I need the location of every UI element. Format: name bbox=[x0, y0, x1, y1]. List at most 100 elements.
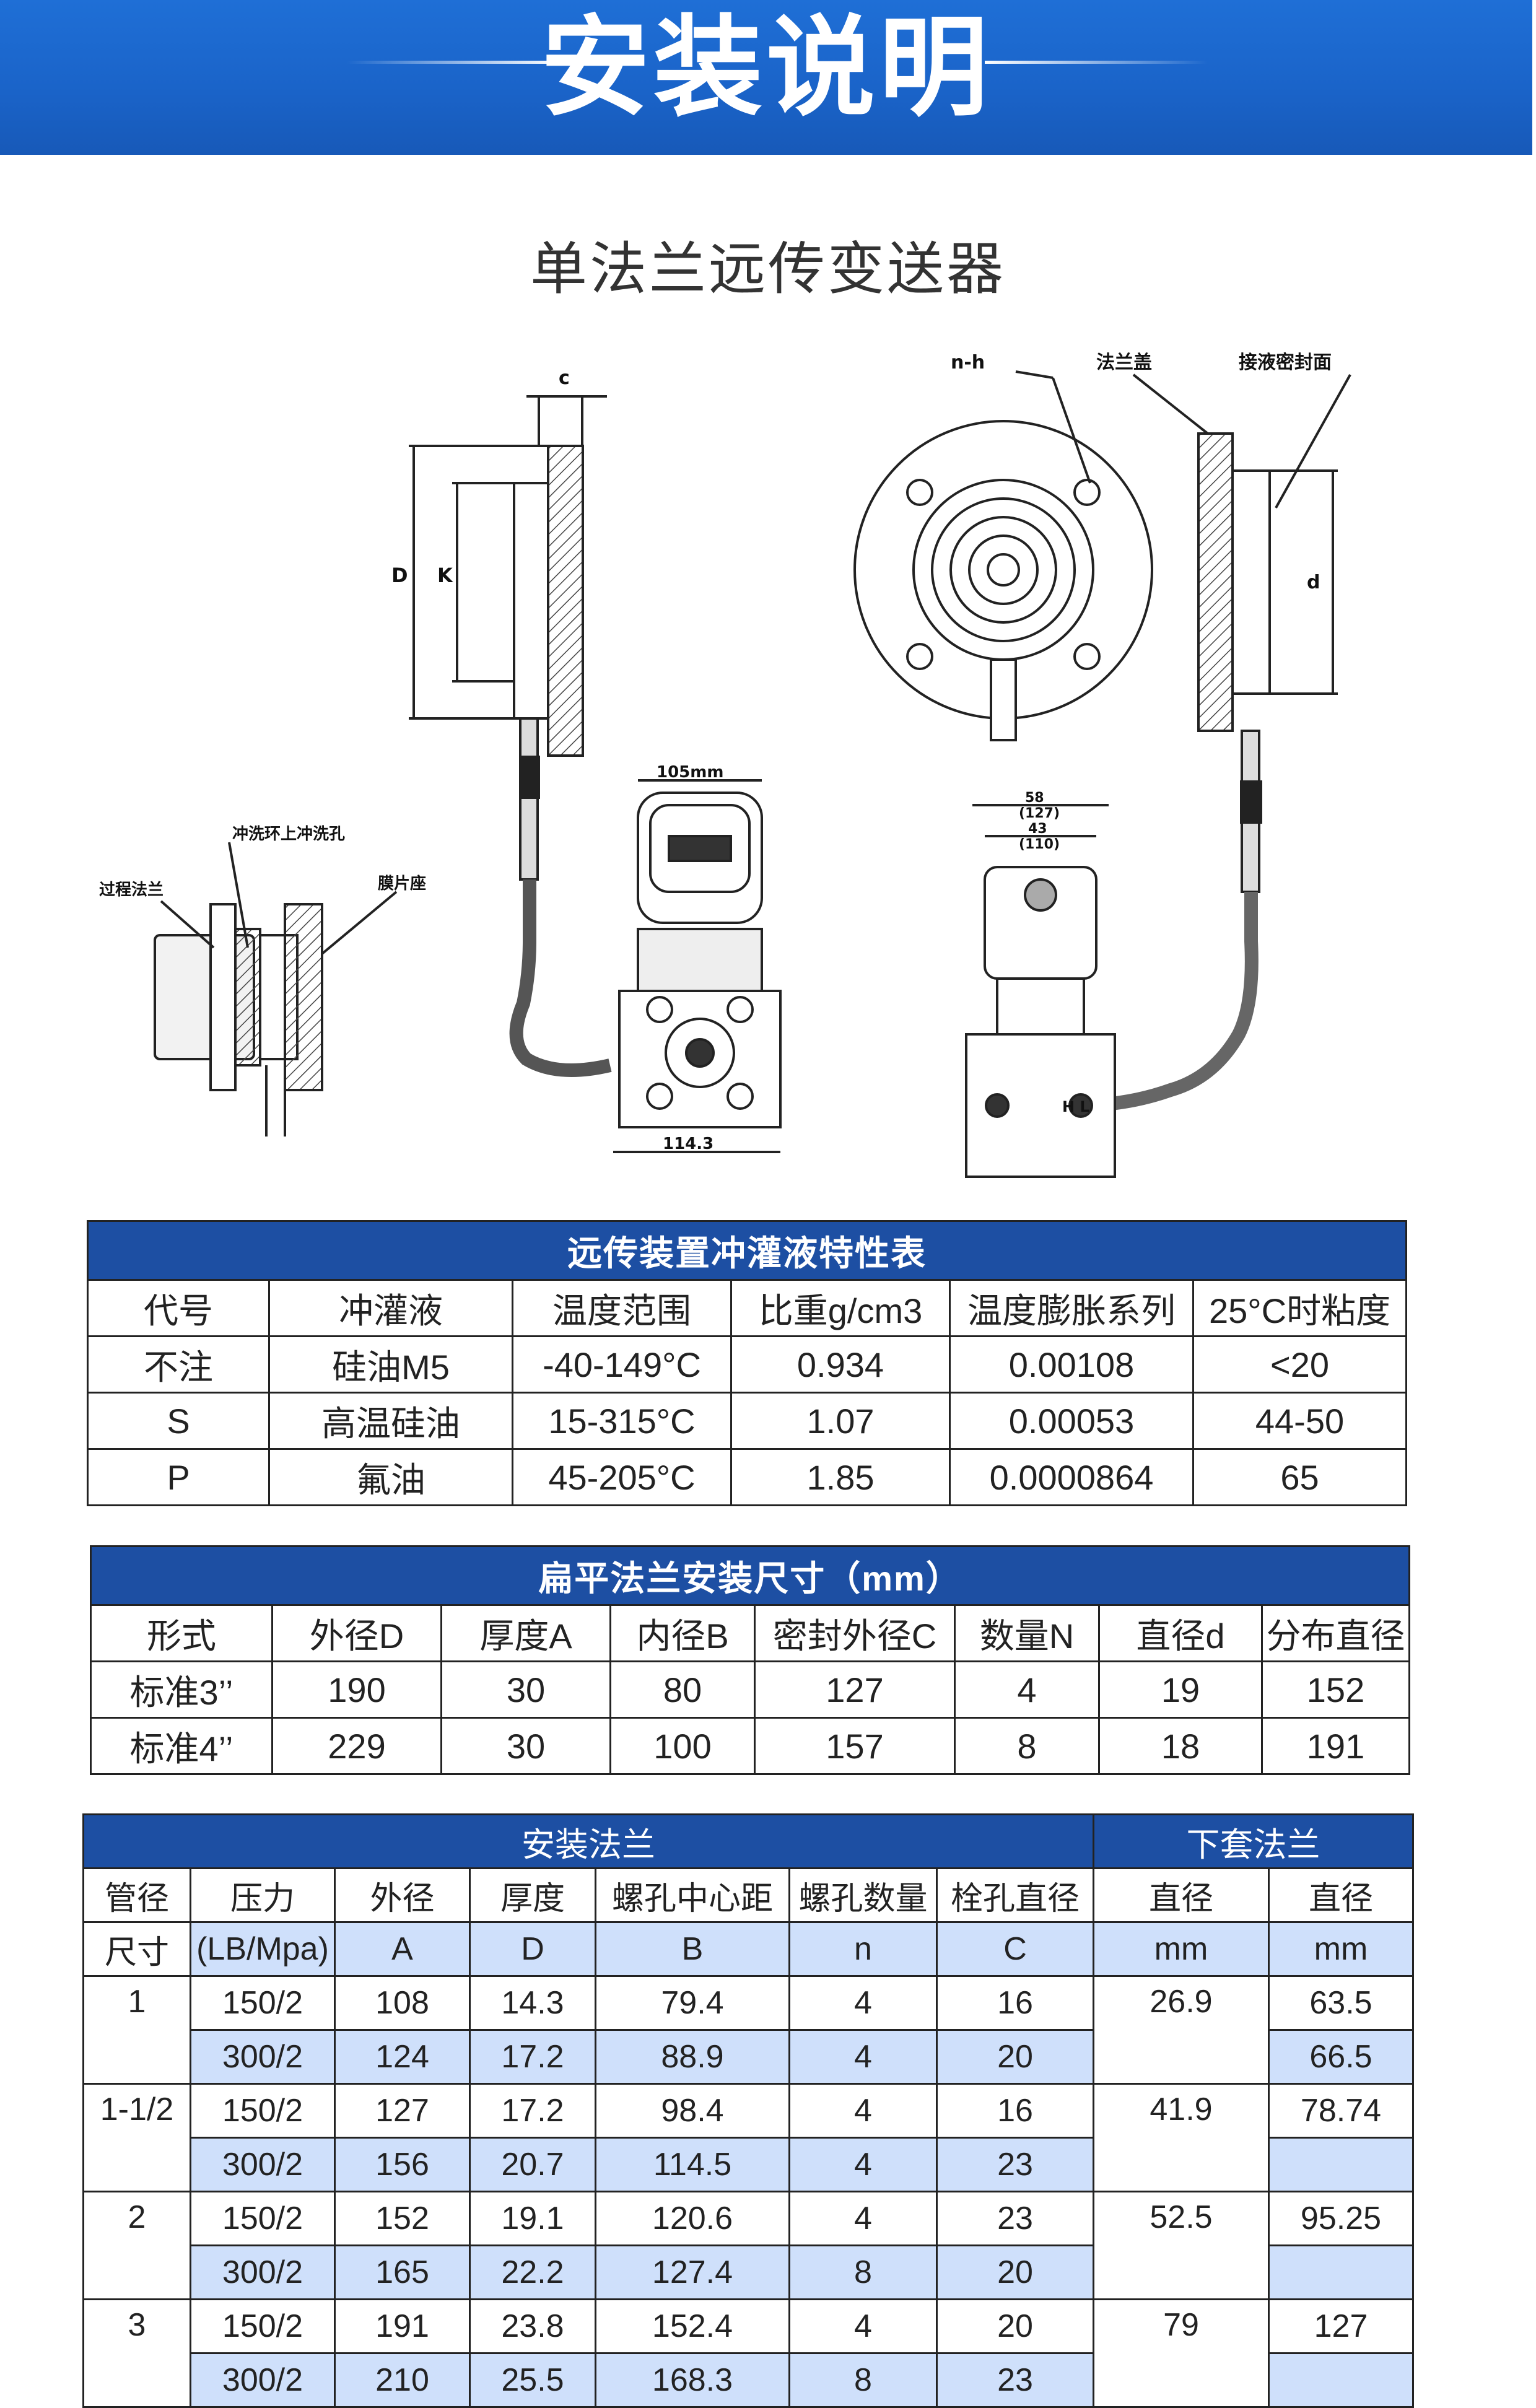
table-cell: 不注 bbox=[87, 1335, 270, 1394]
table-cell: 4 bbox=[954, 1660, 1100, 1719]
left-flange-side-view bbox=[409, 395, 607, 881]
header-cell: 螺孔中心距 bbox=[595, 1867, 790, 1923]
header-cell: 直径 bbox=[1268, 1867, 1414, 1923]
table-cell: -40-149°C bbox=[512, 1335, 732, 1394]
table-cell: <20 bbox=[1192, 1335, 1407, 1394]
table-cell: 19 bbox=[1098, 1660, 1263, 1719]
table-header-row: 形式 外径D 厚度A 内径B 密封外径C 数量N 直径d 分布直径 bbox=[90, 1604, 1410, 1662]
table-cell: 23.8 bbox=[469, 2298, 596, 2354]
table-header-row: 管径 压力 外径 厚度 螺孔中心距 螺孔数量 栓孔直径 直径 直径 bbox=[82, 1867, 1414, 1923]
table-row: 1 150/2 108 14.3 79.4 4 16 26.9 63.5 bbox=[82, 1975, 1414, 2085]
table-cell: 0.934 bbox=[730, 1335, 951, 1394]
table-cell: 300/2 bbox=[190, 2029, 336, 2085]
table-cell: 63.5 bbox=[1268, 1975, 1414, 2031]
table-cell: 168.3 bbox=[595, 2352, 790, 2408]
table-row: 300/2 156 20.7 114.5 4 23 bbox=[84, 2137, 1414, 2192]
banner-line-left bbox=[347, 61, 557, 64]
header-cell: mm bbox=[1093, 1921, 1270, 1977]
table-row: 300/2 124 17.2 88.9 4 20 66.5 bbox=[84, 2029, 1414, 2085]
header-cell: 密封外径C bbox=[754, 1604, 956, 1662]
table-row: 1-1/2 150/2 127 17.2 98.4 4 16 41.9 78.7… bbox=[82, 2083, 1414, 2192]
header-cell: 比重g/cm3 bbox=[730, 1279, 951, 1337]
table-cell: 30 bbox=[440, 1717, 611, 1775]
fill-fluid-table: 远传装置冲灌液特性表 代号 冲灌液 温度范围 比重g/cm3 温度膨胀系列 25… bbox=[87, 1220, 1407, 1506]
table-cell: 4 bbox=[788, 2137, 938, 2192]
table-cell: 65 bbox=[1192, 1448, 1407, 1506]
table-cell: 17.2 bbox=[469, 2083, 596, 2139]
table-title: 扁平法兰安装尺寸（mm） bbox=[90, 1545, 1410, 1606]
table-cell: 8 bbox=[788, 2244, 938, 2300]
table-cell: 300/2 bbox=[190, 2244, 336, 2300]
dim-127-label: (127) bbox=[1019, 806, 1060, 821]
header-cell: 螺孔数量 bbox=[788, 1867, 938, 1923]
table-cell: 80 bbox=[609, 1660, 756, 1719]
header-cell: 直径 bbox=[1093, 1867, 1270, 1923]
nh-label: n-h bbox=[951, 352, 985, 373]
table-cell: 26.9 bbox=[1093, 1975, 1270, 2085]
table-cell: 98.4 bbox=[595, 2083, 790, 2139]
flange-face-view bbox=[853, 370, 1153, 741]
table-cell: 157 bbox=[754, 1717, 956, 1775]
dim-114-label: 114.3 bbox=[663, 1135, 713, 1153]
table-cell: 152 bbox=[1261, 1660, 1410, 1719]
table-cell: 156 bbox=[334, 2137, 471, 2192]
transmitter-side-view bbox=[965, 804, 1116, 1178]
table-cell: 0.00053 bbox=[949, 1392, 1194, 1450]
diaphragm-label: 膜片座 bbox=[378, 874, 426, 893]
hl-label: H L bbox=[1062, 1098, 1089, 1115]
table-cell: 20 bbox=[936, 2298, 1094, 2354]
header-cell: 代号 bbox=[87, 1279, 270, 1337]
left-capillary bbox=[509, 879, 612, 1077]
header-cell: 直径d bbox=[1098, 1604, 1263, 1662]
size-cell: 1-1/2 bbox=[82, 2083, 191, 2192]
table-cell: 100 bbox=[609, 1717, 756, 1775]
header-cell: 数量N bbox=[954, 1604, 1100, 1662]
table-cell: 1.85 bbox=[730, 1448, 951, 1506]
header-cell: 冲灌液 bbox=[268, 1279, 513, 1337]
table-cell: 78.74 bbox=[1268, 2083, 1414, 2139]
table-cell: 硅油M5 bbox=[268, 1335, 513, 1394]
table-cell: 23 bbox=[936, 2191, 1094, 2246]
table-row: 3 150/2 191 23.8 152.4 4 20 79 127 bbox=[82, 2298, 1414, 2408]
header-cell: 管径 bbox=[82, 1867, 191, 1923]
size-cell: 2 bbox=[82, 2191, 191, 2300]
group-header-lower: 下套法兰 bbox=[1093, 1813, 1414, 1869]
table-cell: 79.4 bbox=[595, 1975, 790, 2031]
table-cell: 210 bbox=[334, 2352, 471, 2408]
header-cell: 25°C时粘度 bbox=[1192, 1279, 1407, 1337]
header-cell: 栓孔直径 bbox=[936, 1867, 1094, 1923]
table-cell: 150/2 bbox=[190, 2298, 336, 2354]
header-cell: mm bbox=[1268, 1921, 1414, 1977]
table-header-row: 代号 冲灌液 温度范围 比重g/cm3 温度膨胀系列 25°C时粘度 bbox=[87, 1279, 1407, 1337]
table-cell: 190 bbox=[271, 1660, 442, 1719]
header-cell: 压力 bbox=[190, 1867, 336, 1923]
table-cell: 45-205°C bbox=[512, 1448, 732, 1506]
table-cell: 229 bbox=[271, 1717, 442, 1775]
header-cell: (LB/Mpa) bbox=[190, 1921, 336, 1977]
table-cell: 114.5 bbox=[595, 2137, 790, 2192]
table-cell: 19.1 bbox=[469, 2191, 596, 2246]
header-cell: 外径 bbox=[334, 1867, 471, 1923]
header-cell: n bbox=[788, 1921, 938, 1977]
table-cell: 127.4 bbox=[595, 2244, 790, 2300]
table-cell: 标准4’’ bbox=[90, 1717, 273, 1775]
dim-43-label: 43 bbox=[1028, 821, 1047, 837]
size-cell: 3 bbox=[82, 2298, 191, 2408]
dim-58-label: 58 bbox=[1025, 790, 1044, 806]
process-flange-label: 过程法兰 bbox=[99, 881, 164, 899]
table-cell: 18 bbox=[1098, 1717, 1263, 1775]
table-cell: 15-315°C bbox=[512, 1392, 732, 1450]
dim-K-label: K bbox=[437, 564, 453, 587]
table-cell: 41.9 bbox=[1093, 2083, 1270, 2192]
table-cell: 150/2 bbox=[190, 2191, 336, 2246]
table-cell: 0.00108 bbox=[949, 1335, 1194, 1394]
table-cell: 16 bbox=[936, 2083, 1094, 2139]
table-header-row: 尺寸 (LB/Mpa) A D B n C mm mm bbox=[82, 1921, 1414, 1977]
capillary-joint bbox=[519, 756, 540, 799]
right-flange-side-view bbox=[1132, 373, 1351, 893]
capillary-joint-right bbox=[1240, 780, 1262, 824]
table-cell: 95.25 bbox=[1268, 2191, 1414, 2246]
